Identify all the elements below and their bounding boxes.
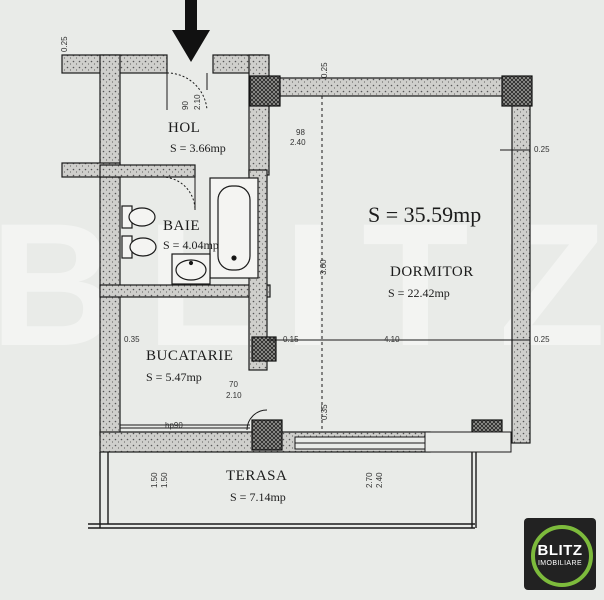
dim-mid-wall: 0.15 (283, 335, 299, 344)
dim-terasa-4: 2.40 (375, 472, 384, 488)
toilet-icon (121, 205, 156, 229)
dim-hol-window-h: 2.40 (290, 138, 306, 147)
dormitor-area: S = 22.42mp (388, 286, 450, 300)
door-swings (161, 72, 268, 431)
dim-kitchen-door-w: 70 (229, 380, 238, 389)
hol-area: S = 3.66mp (170, 141, 226, 155)
baie-area: S = 4.04mp (163, 238, 219, 252)
dim-right-wall-a: 0.25 (534, 145, 550, 154)
sink-icon (171, 253, 211, 285)
dim-hol-wall-top: 0.25 (60, 36, 69, 52)
dim-dorm-wall-top: 0.25 (320, 62, 329, 78)
dim-hp90: hp90 (165, 421, 183, 430)
hol-name: HOL (168, 120, 201, 136)
dim-terasa-2: 1.50 (160, 472, 169, 488)
dim-mid-035: 0.35 (320, 404, 329, 420)
terasa-name: TERASA (226, 468, 288, 484)
dim-hol-door-h: 2.10 (193, 94, 202, 110)
terasa-door (120, 424, 512, 453)
dim-right-wall-b: 0.25 (534, 335, 550, 344)
bucatarie-area: S = 5.47mp (146, 370, 202, 384)
dim-hol-door-w: 90 (181, 101, 190, 110)
dim-left-035: 0.35 (124, 335, 140, 344)
dim-dorm-width: 4.10 (384, 335, 400, 344)
terasa-outline (88, 452, 477, 529)
terasa-area: S = 7.14mp (230, 490, 286, 504)
logo-brand: BLITZ (537, 542, 583, 559)
dim-terasa-1: 1.50 (150, 472, 159, 488)
logo-sub: IMOBILIARE (537, 560, 583, 567)
dim-hol-window-w: 98 (296, 128, 305, 137)
baie-name: BAIE (163, 218, 200, 234)
bidet-icon (121, 235, 157, 259)
entrance-arrow-icon (172, 0, 210, 62)
bucatarie-name: BUCATARIE (146, 348, 234, 364)
dim-terasa-3: 2.70 (365, 472, 374, 488)
dim-height-360: 3.60 (319, 259, 328, 275)
interior-lines (267, 96, 530, 432)
bathtub-icon (209, 177, 259, 279)
dim-kitchen-door-h: 2.10 (226, 391, 242, 400)
blitz-logo: BLITZ IMOBILIARE (524, 518, 596, 590)
total-area: S = 35.59mp (368, 202, 482, 227)
dormitor-name: DORMITOR (390, 264, 474, 280)
logo-ring-icon (531, 525, 593, 587)
